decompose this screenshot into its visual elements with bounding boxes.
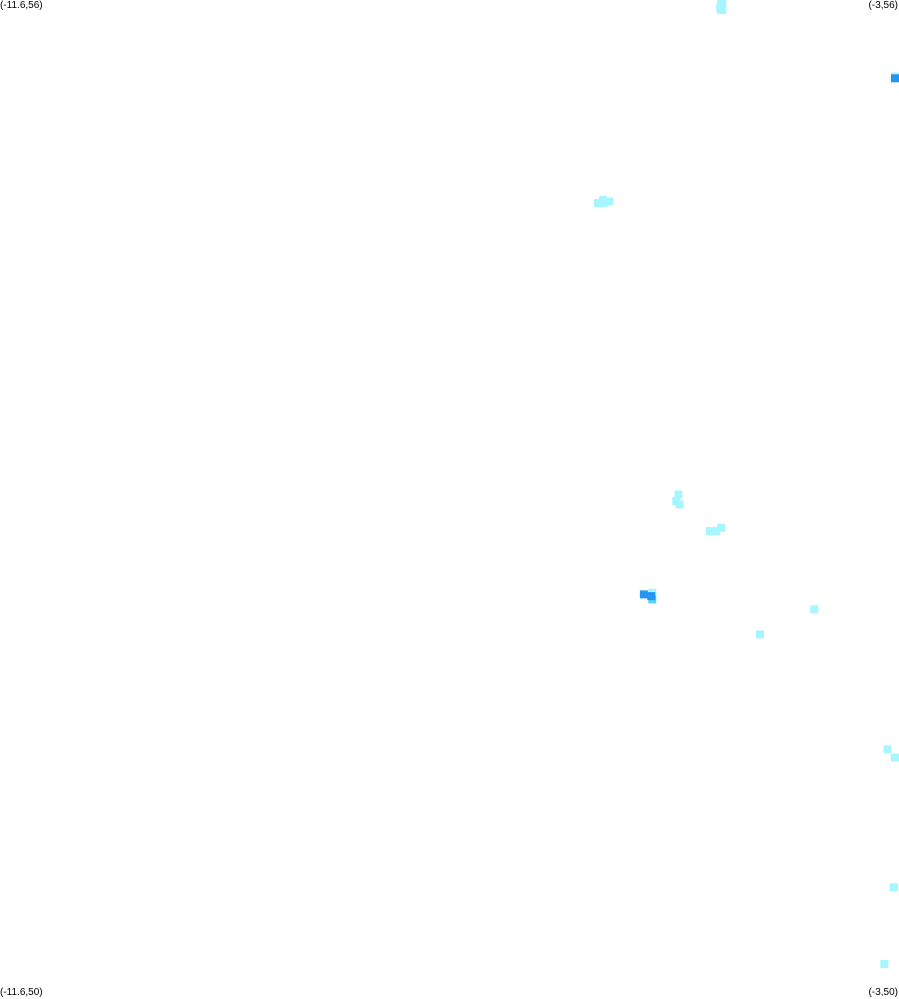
map-cell-light [712,527,721,536]
corner-label-bottom-left: (-11.6,50) [0,987,43,998]
map-cell-light [889,883,898,892]
map-cell-light [675,500,684,509]
map-cell-light [880,960,889,968]
map-cell-light [883,745,892,754]
map-cell-light [593,199,602,208]
map-cell-light [605,197,614,206]
map-cell-light [599,199,608,208]
map-cell-light [705,527,714,536]
corner-label-bottom-right: (-3,50) [868,987,898,998]
map-cell-light [756,630,764,639]
map-cell-dark [647,592,656,601]
corner-label-top-right: (-3,56) [868,0,898,11]
map-cell-light [717,523,726,532]
map-cell-dark [639,590,648,599]
map-cell-dark [891,74,899,83]
map-cell-light [674,490,683,499]
map-cell-light [810,605,819,614]
map-cell-light [718,6,727,14]
corner-label-top-left: (-11.6,56) [0,0,43,11]
map-cell-light [891,753,899,762]
